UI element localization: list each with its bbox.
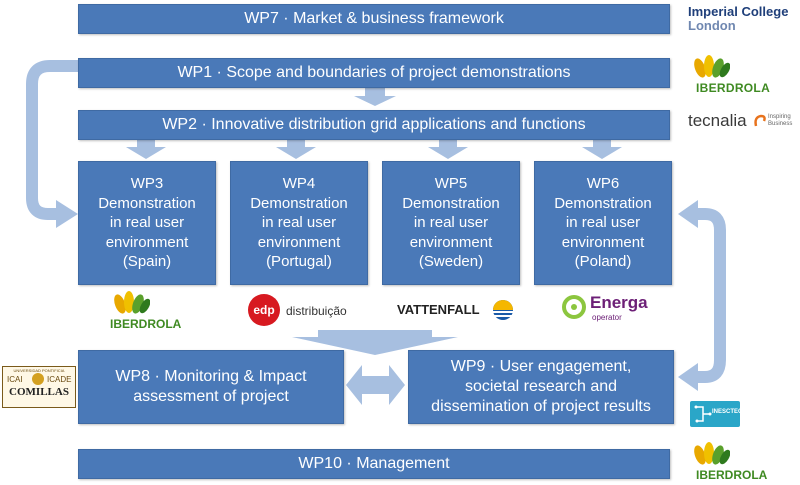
wp10-label: WP10 · Management: [298, 455, 450, 472]
arrow-wp8-wp9: [346, 365, 405, 405]
imperial-line1: Imperial College: [688, 4, 789, 19]
wp3-line: Demonstration: [98, 194, 196, 212]
wp4-box: WP4 Demonstration in real user environme…: [230, 161, 368, 285]
iberdrola-text: IBERDROLA: [110, 317, 182, 331]
iberdrola-logo-wp3: IBERDROLA: [106, 290, 202, 332]
comillas-mid-left: ICAI: [7, 375, 23, 384]
inesctec-circuit-icon: [694, 405, 712, 423]
wp5-line: (Sweden): [418, 253, 484, 271]
comillas-top: UNIVERSIDAD PONTIFICIA: [13, 368, 65, 373]
wp3-line: in real user: [109, 214, 185, 232]
energa-sub: operator: [592, 313, 622, 322]
wp6-line: Demonstration: [554, 194, 652, 212]
wp6-line: in real user: [565, 214, 641, 232]
arrow-demos-down: [292, 330, 458, 355]
wp9-line: WP9 · User engagement,: [450, 358, 632, 375]
wp4-line: in real user: [261, 214, 337, 232]
wp7-label: WP7 · Market & business framework: [244, 10, 504, 27]
wp3-title: WP3: [130, 175, 164, 193]
imperial-line2: London: [688, 18, 736, 33]
wp2-box: WP2 · Innovative distribution grid appli…: [78, 110, 670, 140]
iberdrola-logo-bottom: IBERDROLA: [688, 441, 788, 483]
wp4-line: Demonstration: [250, 194, 348, 212]
wp9-line: societal research and: [464, 378, 618, 395]
wp6-line: environment: [561, 233, 645, 251]
iberdrola-leaf-icon: [694, 442, 730, 465]
wp9-line: dissemination of project results: [431, 398, 651, 415]
wp6-line: (Poland): [574, 253, 632, 271]
iberdrola-text: IBERDROLA: [696, 468, 768, 482]
wp10-box: WP10 · Management: [78, 449, 670, 479]
comillas-logo: UNIVERSIDAD PONTIFICIA ICAI ICADE COMILL…: [2, 366, 76, 408]
energa-swirl-icon: [562, 295, 586, 319]
arrow-wp2-wp3: [126, 140, 166, 159]
wp6-box: WP6 Demonstration in real user environme…: [534, 161, 672, 285]
arrow-wp6-wp9-curved: [696, 208, 726, 383]
tecnalia-logo: tecnalia Inspiring Business: [688, 110, 798, 136]
wp8-line: WP8 · Monitoring & Impact: [115, 368, 307, 385]
edp-text: distribuição: [286, 304, 347, 318]
wp5-line: in real user: [413, 214, 489, 232]
imperial-college-logo: Imperial College London: [688, 5, 796, 33]
vattenfall-text: VATTENFALL: [397, 302, 480, 317]
comillas-seal-icon: [32, 373, 44, 385]
vattenfall-sun-icon: [493, 300, 513, 320]
tecnalia-tag1: Inspiring: [768, 114, 791, 120]
wp3-line: (Spain): [122, 253, 172, 271]
wp8-line: assessment of project: [133, 388, 289, 405]
wp1-box: WP1 · Scope and boundaries of project de…: [78, 58, 670, 88]
arrow-wp1-wp3-curved: [26, 60, 78, 220]
wp4-line: (Portugal): [266, 253, 332, 271]
vattenfall-logo: VATTENFALL: [397, 298, 522, 324]
wp2-label: WP2 · Innovative distribution grid appli…: [162, 116, 586, 133]
wp3-line: environment: [105, 233, 189, 251]
wp4-line: environment: [257, 233, 341, 251]
tecnalia-swirl-icon: [754, 114, 766, 127]
energa-logo: Energa operator: [562, 293, 662, 327]
edp-logo: edp distribuição: [248, 294, 368, 328]
arrow-wp2-wp4: [276, 140, 316, 159]
arrow-wp2-wp5: [428, 140, 468, 159]
iberdrola-logo-top: IBERDROLA: [688, 54, 784, 96]
wp3-box: WP3 Demonstration in real user environme…: [78, 161, 216, 285]
arrow-wp1-wp2: [354, 88, 396, 106]
tecnalia-tag2: Business: [768, 121, 793, 127]
tecnalia-text: tecnalia: [688, 111, 747, 130]
wp5-title: WP5: [434, 175, 468, 193]
wp9-box: WP9 · User engagement, societal research…: [408, 350, 674, 424]
wp5-line: Demonstration: [402, 194, 500, 212]
iberdrola-leaf-icon: [694, 55, 730, 78]
wp4-title: WP4: [282, 175, 316, 193]
energa-text: Energa: [590, 293, 648, 312]
wp7-box: WP7 · Market & business framework: [78, 4, 670, 34]
iberdrola-text: IBERDROLA: [696, 81, 771, 95]
edp-circle-icon: edp: [248, 294, 280, 326]
wp8-box: WP8 · Monitoring & Impact assessment of …: [78, 350, 344, 424]
comillas-mid-right: ICADE: [47, 375, 72, 384]
wp6-title: WP6: [586, 175, 620, 193]
inesctec-logo: INESCTEC: [690, 401, 743, 427]
iberdrola-leaf-icon: [114, 291, 150, 314]
wp1-label: WP1 · Scope and boundaries of project de…: [177, 64, 571, 81]
inesctec-text: INESCTEC: [712, 409, 743, 415]
wp5-box: WP5 Demonstration in real user environme…: [382, 161, 520, 285]
wp5-line: environment: [409, 233, 493, 251]
comillas-text: COMILLAS: [9, 386, 69, 398]
arrow-wp2-wp6: [582, 140, 622, 159]
edp-mark: edp: [253, 303, 275, 317]
